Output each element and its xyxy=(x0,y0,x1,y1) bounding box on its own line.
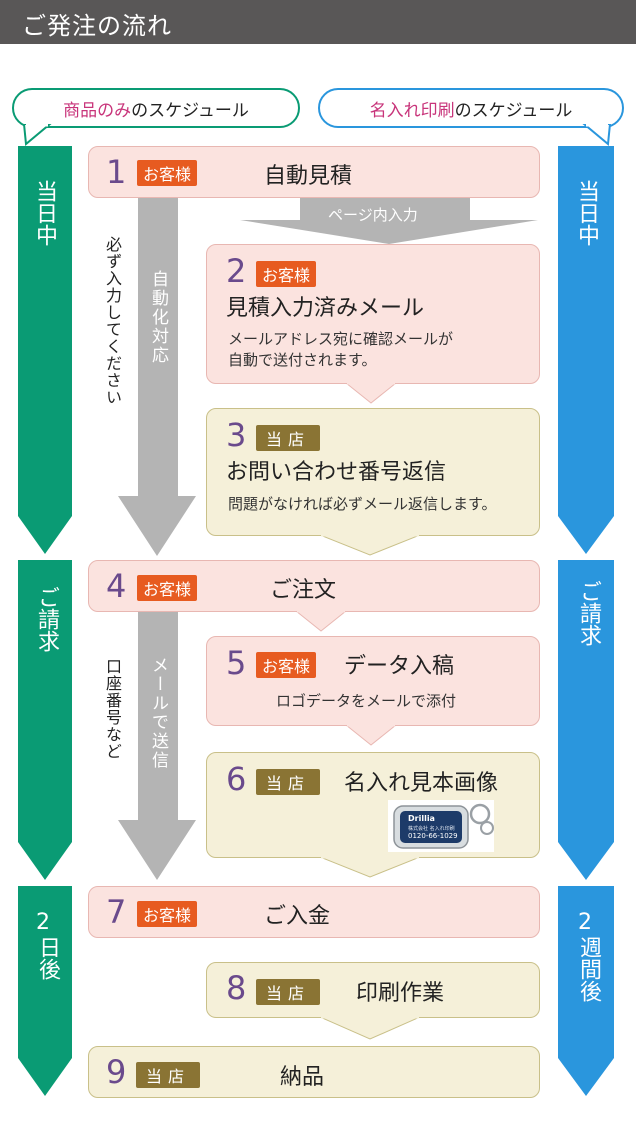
step-2-desc-line2: 自動で送付されます。 xyxy=(228,351,377,369)
printing-schedule-bubble: 名入れ印刷のスケジュール xyxy=(318,88,624,128)
left-arrow-billing xyxy=(18,560,72,880)
mail-send-arrow xyxy=(118,612,196,880)
printing-rest: のスケジュール xyxy=(454,100,573,121)
left-bubble-tail xyxy=(22,124,52,146)
mail-send-label: メールで送信 xyxy=(148,656,168,770)
goods-only-rest: のスケジュール xyxy=(131,100,249,121)
step-8-title: 印刷作業 xyxy=(356,981,445,1006)
keychain-sample-image xyxy=(393,803,494,849)
left-arrow-same-day xyxy=(18,146,72,554)
step-9-shop-badge: 当店 xyxy=(136,1062,201,1088)
left-label-billing: ご請求 xyxy=(34,586,59,652)
step-5-box xyxy=(206,636,540,726)
step-6-title: 名入れ見本画像 xyxy=(344,771,499,796)
step-5-title: データ入稿 xyxy=(344,654,455,679)
step-2-customer-badge: お客様 xyxy=(256,261,317,287)
required-input-note: 必ず入力してください xyxy=(103,236,122,406)
right-arrow-billing xyxy=(558,560,614,880)
step-4-pointer xyxy=(296,611,346,632)
step-2-title: 見積入力済みメール xyxy=(226,296,425,321)
step-6-shop-badge: 当店 xyxy=(256,769,321,795)
sample-brand-text: Drillia xyxy=(408,814,435,823)
page-title: ご発注の流れ xyxy=(22,12,172,40)
step-7-title: ご入金 xyxy=(264,904,331,929)
page-input-label: ページ内入力 xyxy=(328,206,418,224)
right-label-same-day: 当日中 xyxy=(574,180,599,246)
step-2-number: 2 xyxy=(226,252,247,290)
account-number-note: 口座番号など xyxy=(103,658,122,760)
left-label-two-num: 2 xyxy=(36,910,50,935)
step-5-customer-badge: お客様 xyxy=(256,652,317,678)
page-input-arrow xyxy=(240,198,538,244)
step-8-shop-badge: 当店 xyxy=(256,979,321,1005)
right-arrow-two-weeks xyxy=(558,886,614,1096)
sample-phone-text: 0120-66-1029 xyxy=(408,832,458,840)
step-5-number: 5 xyxy=(226,644,247,682)
step-6-pointer xyxy=(320,857,420,878)
step-9-number: 9 xyxy=(106,1053,127,1091)
header-bar xyxy=(0,0,636,44)
step-6-number: 6 xyxy=(226,760,247,798)
step-3-number: 3 xyxy=(226,416,247,454)
right-arrow-same-day xyxy=(558,146,614,554)
right-bubble-tail xyxy=(582,124,612,146)
step-5-pointer xyxy=(346,725,396,746)
step-1-customer-badge: お客様 xyxy=(137,160,198,186)
left-label-same-day: 当日中 xyxy=(32,180,57,246)
sample-company-text: 株式会社 名入れ印刷 xyxy=(408,826,455,832)
auto-handling-label: 自動化対応 xyxy=(148,270,168,365)
left-label-two-days: 日後 xyxy=(35,936,60,980)
step-5-desc: ロゴデータをメールで添付 xyxy=(276,692,457,710)
step-4-title: ご注文 xyxy=(270,578,337,603)
step-4-number: 4 xyxy=(106,567,127,605)
step-2-pointer xyxy=(346,383,396,404)
printing-highlight: 名入れ印刷 xyxy=(369,100,455,121)
step-2-desc-line1: メールアドレス宛に確認メールが xyxy=(228,330,454,348)
right-label-billing: ご請求 xyxy=(576,580,601,646)
step-8-pointer xyxy=(320,1017,420,1040)
left-arrow-two-days xyxy=(18,886,72,1096)
auto-handling-arrow xyxy=(118,196,196,556)
step-9-title: 納品 xyxy=(280,1065,325,1090)
step-7-number: 7 xyxy=(106,893,127,931)
goods-only-highlight: 商品のみ xyxy=(63,100,132,121)
step-3-pointer xyxy=(320,535,420,556)
goods-only-schedule-bubble: 商品のみのスケジュール xyxy=(12,88,300,128)
step-3-desc: 問題がなければ必ずメール返信します。 xyxy=(228,495,497,513)
sample-image: Drillia 株式会社 名入れ印刷 0120-66-1029 xyxy=(388,800,494,852)
step-7-customer-badge: お客様 xyxy=(137,901,198,927)
step-1-title: 自動見積 xyxy=(264,164,353,189)
step-3-shop-badge: 当店 xyxy=(256,425,321,451)
step-8-number: 8 xyxy=(226,969,247,1007)
right-label-two-num: 2 xyxy=(578,910,592,935)
right-label-two-weeks: 週間後 xyxy=(576,936,601,1002)
step-4-customer-badge: お客様 xyxy=(137,575,198,601)
step-1-number: 1 xyxy=(106,153,127,191)
step-3-title: お問い合わせ番号返信 xyxy=(226,460,447,485)
